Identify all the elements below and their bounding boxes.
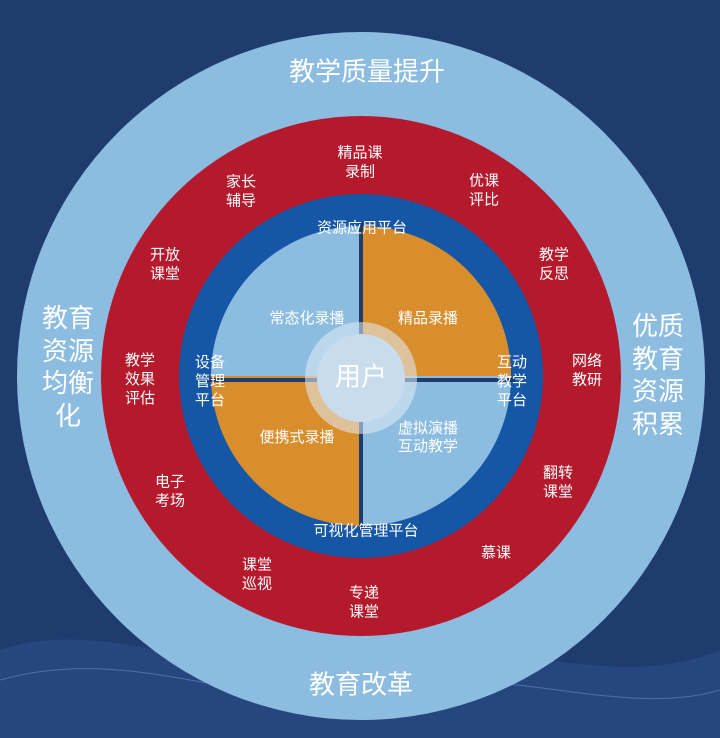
- center-label: 用户: [334, 362, 388, 393]
- ring-label-10: 教学 效果 评估: [124, 350, 156, 407]
- platform-label-bottom: 可视化管理平台: [313, 521, 419, 540]
- center-disc: [317, 334, 405, 422]
- platform-label-right: 互动 教学 平台: [496, 352, 528, 409]
- quadrant-label-bottom-left: 便携式录播: [259, 428, 335, 446]
- outer-label-bottom: 教育改革: [308, 670, 414, 701]
- ring-label-12: 家长 辅导: [225, 172, 257, 209]
- ring-label-3: 教学 反思: [538, 245, 570, 282]
- ring-label-8: 课堂 巡视: [241, 555, 273, 592]
- ring-label-2: 优课 评比: [468, 171, 500, 208]
- outer-label-left: 教育 资源 均衡 化: [41, 304, 95, 432]
- outer-label-top: 教学质量提升: [288, 57, 446, 88]
- ring-label-6: 慕课: [480, 543, 512, 562]
- ring-label-5: 翻转 课堂: [542, 463, 574, 500]
- ring-label-7: 专递 课堂: [348, 583, 380, 620]
- ring-label-1: 精品课 录制: [337, 143, 383, 180]
- ring-label-9: 电子 考场: [154, 472, 186, 509]
- ring-label-11: 开放 课堂: [149, 245, 181, 282]
- quadrant-label-top-right: 精品录播: [397, 309, 459, 327]
- platform-label-left: 设备 管理 平台: [194, 352, 226, 409]
- quadrant-label-top-left: 常态化录播: [269, 309, 345, 327]
- outer-label-right: 优质 教育 资源 积累: [631, 312, 685, 440]
- ring-label-4: 网络 教研: [571, 351, 603, 388]
- quadrant-label-bottom-right: 虚拟演播 互动教学: [397, 419, 459, 455]
- platform-label-top: 资源应用平台: [316, 218, 408, 237]
